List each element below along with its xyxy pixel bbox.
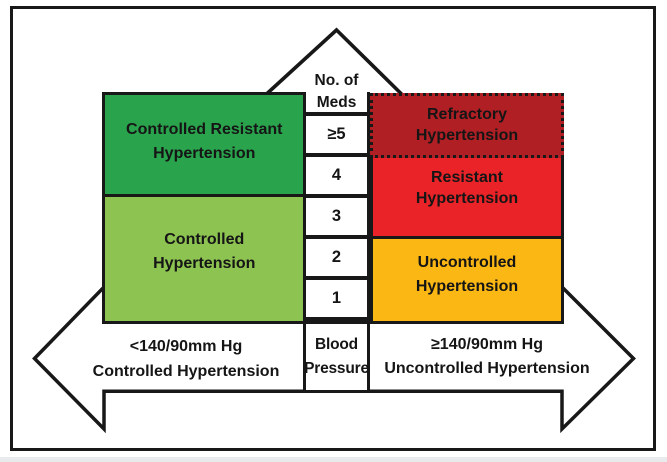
meds-header-line1: No. of xyxy=(314,72,359,89)
number-of-meds-header: No. of Meds xyxy=(303,70,370,114)
controlled-hypertension-box: Controlled Hypertension xyxy=(102,194,307,324)
controlled-label-line1: Controlled xyxy=(164,231,245,248)
column-divider-line xyxy=(306,153,367,157)
controlled-bp-threshold: <140/90mm Hg xyxy=(129,338,243,355)
bottom-gray-strip xyxy=(0,457,667,462)
controlled-bp-caption: Controlled Hypertension xyxy=(92,363,280,380)
med-level-cell-1: 1 xyxy=(331,289,342,307)
uncontrolled-bp-arrow-label: ≥140/90mm Hg Uncontrolled Hypertension xyxy=(367,333,607,381)
column-divider-line xyxy=(306,194,367,198)
uncontrolled-hypertension-box: Uncontrolled Hypertension xyxy=(370,235,564,324)
column-divider-line xyxy=(306,276,367,280)
refractory-label-line2: Hypertension xyxy=(415,127,519,144)
figure-border xyxy=(10,6,656,451)
controlled-resistant-hypertension-box: Controlled Resistant Hypertension xyxy=(102,92,307,198)
controlled-label-line2: Hypertension xyxy=(153,255,256,272)
blood-pressure-line2: Pressure xyxy=(304,360,369,378)
med-level-cell-3: 3 xyxy=(331,207,342,225)
med-level-cell-2: 2 xyxy=(331,248,342,266)
resistant-label-line2: Hypertension xyxy=(415,189,519,207)
uncontrolled-label-line1: Uncontrolled xyxy=(417,253,517,271)
meds-count-column: ≥5 4 3 2 1 Blood Pressure xyxy=(303,92,370,393)
uncontrolled-label-line2: Hypertension xyxy=(415,277,519,295)
med-level-cell-5plus: ≥5 xyxy=(327,125,346,143)
meds-column-roof xyxy=(264,27,404,96)
column-divider-line xyxy=(306,112,367,116)
meds-header-line2: Meds xyxy=(316,94,357,111)
refractory-label-line1: Refractory xyxy=(426,106,508,123)
blood-pressure-line1: Blood xyxy=(315,336,358,354)
controlled-bp-arrow-label: <140/90mm Hg Controlled Hypertension xyxy=(66,334,306,384)
blood-pressure-cell: Blood Pressure xyxy=(304,323,369,392)
resistant-label-line1: Resistant xyxy=(430,168,504,186)
uncontrolled-bp-caption: Uncontrolled Hypertension xyxy=(384,360,590,377)
column-divider-line xyxy=(306,235,367,239)
column-divider-line xyxy=(306,317,367,324)
controlled-resistant-label-line2: Hypertension xyxy=(153,145,256,163)
uncontrolled-bp-threshold: ≥140/90mm Hg xyxy=(431,336,543,353)
refractory-hypertension-box: Refractory Hypertension xyxy=(370,92,564,158)
controlled-resistant-label-line1: Controlled Resistant xyxy=(126,121,283,139)
med-level-cell-4: 4 xyxy=(331,166,342,184)
resistant-hypertension-box: Resistant Hypertension xyxy=(370,157,564,239)
